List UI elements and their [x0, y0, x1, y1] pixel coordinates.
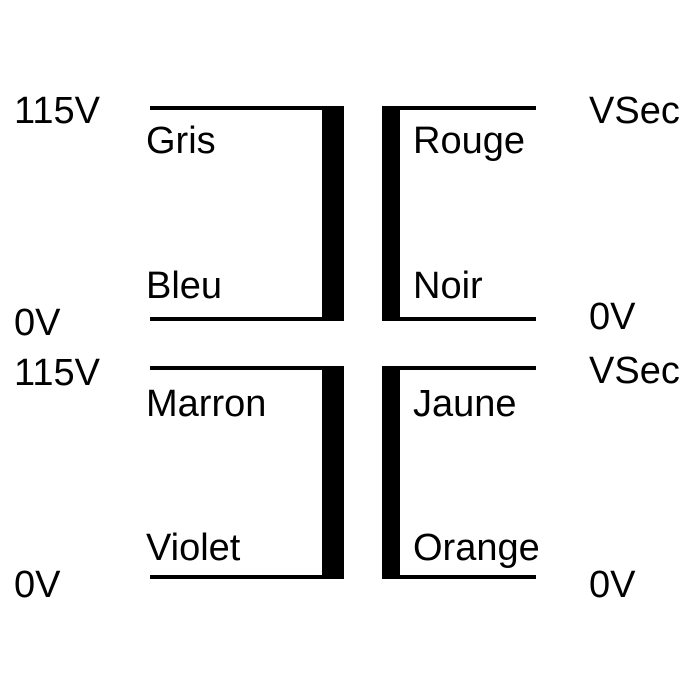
wire-color-secondary-low-bottom: Orange — [413, 527, 540, 569]
wire-color-secondary-high-top: Rouge — [413, 120, 525, 162]
primary-bottom-core-bar — [322, 366, 344, 579]
secondary-bottom-core-bar — [382, 366, 400, 579]
winding-bottom: 115V 0V VSec 0V Marron Violet Jaune Oran… — [14, 350, 680, 606]
terminal-label-secondary-high-bottom: VSec — [589, 350, 680, 392]
terminal-label-primary-low-bottom: 0V — [14, 564, 61, 606]
terminal-label-secondary-low-top: 0V — [589, 296, 636, 338]
wire-color-secondary-high-bottom: Jaune — [413, 383, 517, 425]
wire-color-primary-low-bottom: Violet — [146, 527, 241, 569]
winding-top: 115V 0V VSec 0V Gris Bleu Rouge Noir — [14, 90, 680, 344]
secondary-winding-bottom — [382, 366, 536, 579]
terminal-label-primary-low-top: 0V — [14, 302, 61, 344]
primary-winding-bottom — [150, 366, 344, 579]
terminal-label-primary-high-bottom: 115V — [14, 352, 101, 394]
wire-color-primary-high-bottom: Marron — [146, 383, 266, 425]
terminal-label-secondary-high-top: VSec — [589, 90, 680, 132]
terminal-label-secondary-low-bottom: 0V — [589, 564, 636, 606]
secondary-top-core-bar — [382, 106, 400, 321]
primary-winding-top — [150, 106, 344, 321]
secondary-winding-top — [382, 106, 536, 321]
wire-color-secondary-low-top: Noir — [413, 265, 483, 307]
wire-color-primary-high-top: Gris — [146, 120, 216, 162]
terminal-label-primary-high-top: 115V — [14, 90, 101, 132]
wire-color-primary-low-top: Bleu — [146, 265, 222, 307]
primary-top-core-bar — [322, 106, 344, 321]
